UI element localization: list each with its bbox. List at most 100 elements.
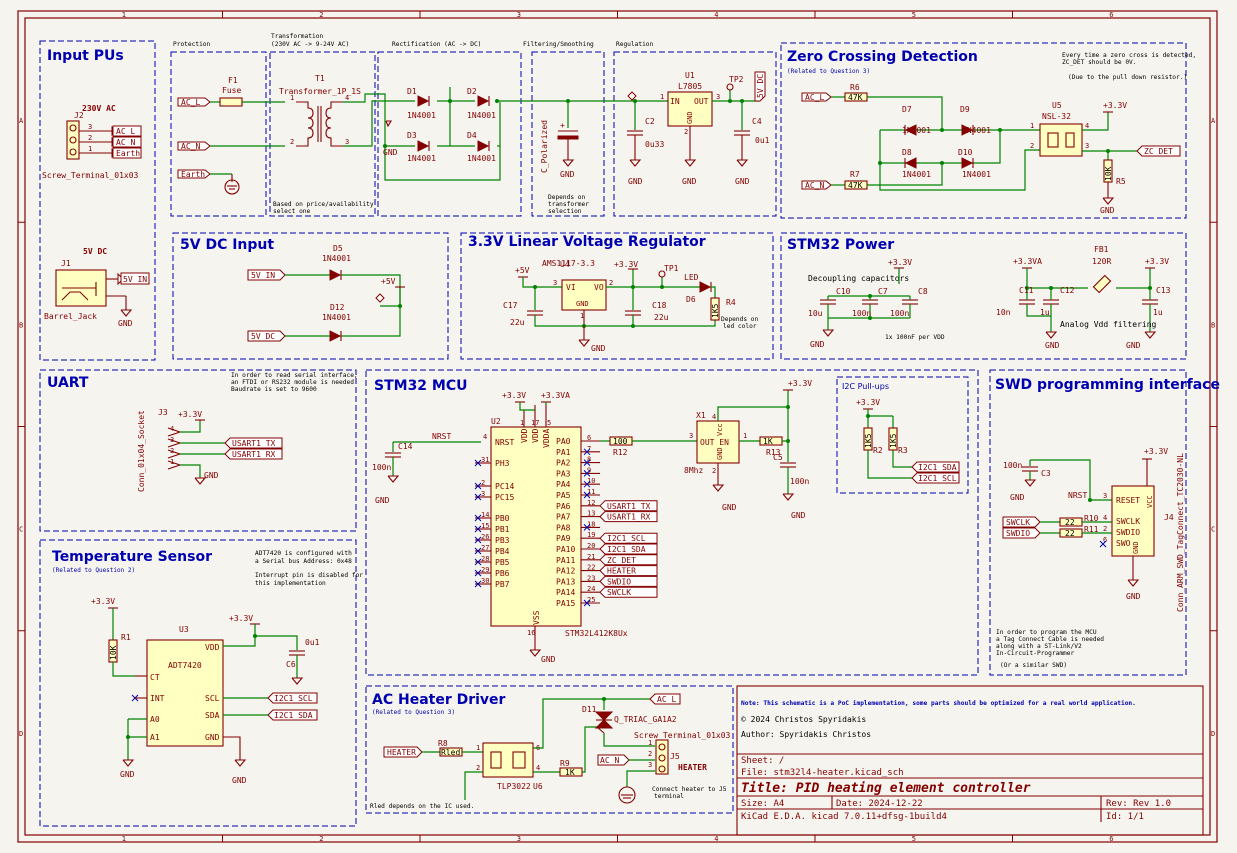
sub-transformation: Transformation xyxy=(271,33,323,40)
svg-text:R1: R1 xyxy=(121,633,131,642)
mcu-pin-pa12: PA12 xyxy=(556,567,575,576)
svg-text:GND: GND xyxy=(1126,341,1141,350)
terminal-j2[interactable] xyxy=(66,120,80,160)
uart-block: In order to read serial interface, an FT… xyxy=(137,372,358,492)
svg-text:USART1_TX: USART1_TX xyxy=(232,439,276,448)
svg-text:SWDIO: SWDIO xyxy=(1116,528,1140,537)
svg-text:this implementation: this implementation xyxy=(255,580,326,587)
svg-text:GND: GND xyxy=(628,177,643,186)
svg-text:D2: D2 xyxy=(467,87,477,96)
svg-text:Vcc: Vcc xyxy=(716,423,724,436)
svg-text:1N4001: 1N4001 xyxy=(902,170,931,179)
fuse-f1[interactable] xyxy=(219,97,243,107)
svg-text:2: 2 xyxy=(648,750,652,758)
mcu-u2-stm32l412[interactable] xyxy=(490,426,582,627)
optocoupler-u5[interactable] xyxy=(1039,123,1083,157)
border-col-label: 4 xyxy=(714,835,718,843)
section-title-heater: AC Heater Driver xyxy=(372,692,506,708)
svg-text:C11: C11 xyxy=(1019,286,1034,295)
svg-text:3: 3 xyxy=(170,436,174,444)
svg-text:J3: J3 xyxy=(158,408,168,417)
svg-text:A1: A1 xyxy=(150,733,160,742)
svg-text:7: 7 xyxy=(587,445,591,453)
ic-u1-l7805[interactable] xyxy=(667,91,713,127)
mcu-pin-pa7: PA7 xyxy=(556,513,571,522)
svg-text:100n: 100n xyxy=(1003,461,1022,470)
svg-text:GND: GND xyxy=(591,344,606,353)
oscillator-x1[interactable] xyxy=(696,420,740,464)
svg-text:NRST: NRST xyxy=(1068,491,1087,500)
svg-text:Q_TRIAC_GA1A2: Q_TRIAC_GA1A2 xyxy=(614,715,677,724)
svg-text:I2C1_SCL: I2C1_SCL xyxy=(918,474,957,483)
svg-text:120R: 120R xyxy=(1092,257,1111,266)
svg-text:INT: INT xyxy=(150,694,165,703)
svg-text:R7: R7 xyxy=(850,170,860,179)
svg-text:C12: C12 xyxy=(1060,286,1075,295)
svg-text:5V_DC: 5V_DC xyxy=(756,74,765,98)
svg-text:R4: R4 xyxy=(726,298,736,307)
svg-text:AC_L: AC_L xyxy=(805,93,824,102)
svg-text:I2C1_SCL: I2C1_SCL xyxy=(274,694,313,703)
svg-text:19: 19 xyxy=(587,531,595,539)
border-row-label: A xyxy=(19,117,24,125)
svg-text:2: 2 xyxy=(476,764,480,772)
svg-text:LED: LED xyxy=(684,273,699,282)
svg-text:+3.3V: +3.3V xyxy=(788,379,812,388)
svg-text:26: 26 xyxy=(481,533,489,541)
svg-text:21: 21 xyxy=(587,553,595,561)
mcu-pin-pb3: PB3 xyxy=(495,536,510,545)
svg-text:J4: J4 xyxy=(1164,513,1174,522)
svg-text:4: 4 xyxy=(170,425,174,433)
mcu-pin-pa1: PA1 xyxy=(556,448,571,457)
svg-text:2: 2 xyxy=(1030,142,1034,150)
svg-text:47K: 47K xyxy=(848,93,863,102)
svg-text:AC_N: AC_N xyxy=(181,142,200,151)
svg-text:U5: U5 xyxy=(1052,101,1062,110)
svg-text:10u: 10u xyxy=(808,309,823,318)
svg-text:HEATER: HEATER xyxy=(678,763,707,772)
border-col-label: 6 xyxy=(1109,11,1113,19)
svg-text:14: 14 xyxy=(481,511,489,519)
svg-text:J5: J5 xyxy=(670,752,680,761)
svg-text:+3.3V: +3.3V xyxy=(229,614,253,623)
svg-text:Conn_ARM_SWD_TagConnect_TC2030: Conn_ARM_SWD_TagConnect_TC2030-NL xyxy=(1176,453,1185,612)
svg-text:15: 15 xyxy=(481,522,489,530)
svg-text:Every time a zero cross is det: Every time a zero cross is detected, xyxy=(1062,52,1196,59)
terminal-j5[interactable] xyxy=(655,739,669,775)
svg-text:100n: 100n xyxy=(852,309,871,318)
border-col-label: 5 xyxy=(912,835,916,843)
mcu-net-label: SWDIO xyxy=(607,577,631,586)
svg-text:100n: 100n xyxy=(890,309,909,318)
swd-connector-j4[interactable] xyxy=(1111,485,1155,557)
svg-text:Connect heater to J5: Connect heater to J5 xyxy=(652,786,727,793)
svg-text:C7: C7 xyxy=(878,287,888,296)
svg-text:R13: R13 xyxy=(766,448,781,457)
svg-text:+3.3VA: +3.3VA xyxy=(541,391,570,400)
sensor-u3-adt7420[interactable] xyxy=(146,639,224,747)
svg-text:D1: D1 xyxy=(407,87,417,96)
svg-text:3: 3 xyxy=(716,93,720,101)
svg-text:D9: D9 xyxy=(960,105,970,114)
svg-text:ADT7420: ADT7420 xyxy=(168,661,202,670)
svg-text:U3: U3 xyxy=(179,625,189,634)
svg-text:R10: R10 xyxy=(1084,514,1099,523)
svg-text:F1: F1 xyxy=(228,76,238,85)
svg-text:5V_IN: 5V_IN xyxy=(123,275,147,284)
ic-u4-ams1117[interactable] xyxy=(561,279,607,311)
svg-text:20: 20 xyxy=(587,542,595,550)
svg-text:VDD: VDD xyxy=(531,428,540,443)
svg-text:+: + xyxy=(560,121,565,130)
svg-text:29: 29 xyxy=(481,566,489,574)
svg-text:R5: R5 xyxy=(1116,177,1126,186)
svg-text:J1: J1 xyxy=(61,259,71,268)
svg-text:GND: GND xyxy=(576,300,589,308)
svg-text:led color: led color xyxy=(723,323,757,330)
mcu-pin-pa3: PA3 xyxy=(556,469,571,478)
svg-text:A0: A0 xyxy=(150,715,160,724)
svg-text:100: 100 xyxy=(613,437,628,446)
svg-text:3: 3 xyxy=(1103,492,1107,500)
svg-text:1K5: 1K5 xyxy=(889,433,898,448)
